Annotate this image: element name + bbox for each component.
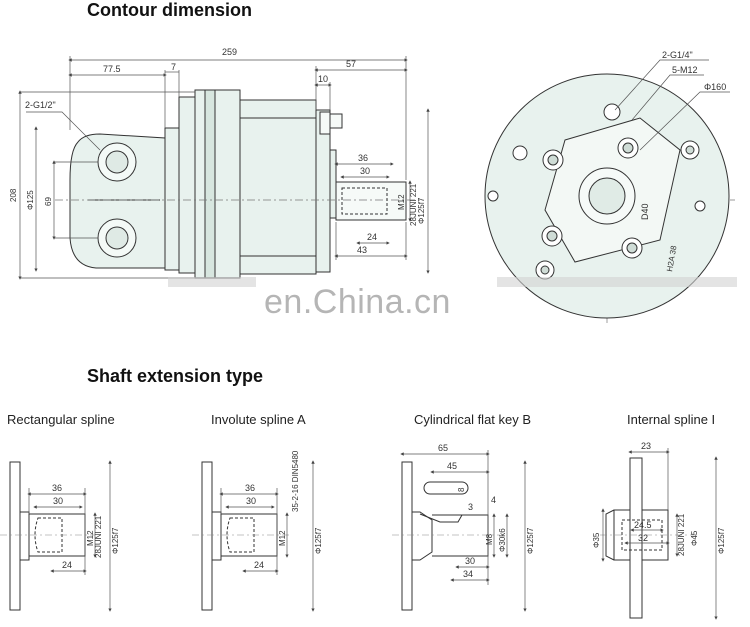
- main-body: [194, 89, 241, 279]
- int-f7: Φ125f7: [717, 527, 726, 554]
- shaft-flat-key: [392, 461, 500, 611]
- key-d34: 34: [463, 569, 473, 579]
- inv-f7: Φ125f7: [314, 527, 323, 554]
- dim-259: 259: [222, 47, 237, 57]
- dim-208: 208: [9, 188, 18, 202]
- main-body-flange: [178, 96, 196, 274]
- pump-end-view: [484, 73, 735, 325]
- int-tol: Φ45: [690, 530, 699, 546]
- dim-phi125f7: Φ125f7: [417, 197, 426, 224]
- shaft-label-rectangular: Rectangular spline: [7, 412, 115, 427]
- dim-43: 43: [357, 245, 367, 255]
- shaft-label-flat-key: Cylindrical flat key B: [414, 412, 532, 427]
- end-label-d160: Φ160: [704, 82, 726, 92]
- top-bolt: [319, 111, 331, 135]
- watermark: en.China.cn: [264, 283, 451, 321]
- key-d45: 45: [447, 461, 457, 471]
- key-f7: Φ125f7: [526, 527, 535, 554]
- shaft-internal: [600, 457, 700, 619]
- pump-side-view: [69, 89, 407, 279]
- inv-m12: M12: [278, 530, 287, 546]
- int-d23: 23: [641, 441, 651, 451]
- shaft-heading: Shaft extension type: [87, 366, 264, 386]
- key-m8: M8: [485, 533, 494, 545]
- inv-d36: 36: [245, 483, 255, 493]
- end-label-m12: 5-M12: [672, 65, 698, 75]
- int-d32: 32: [638, 533, 648, 543]
- dim-phi125: Φ125: [26, 190, 35, 210]
- int-d35: Φ35: [592, 532, 601, 548]
- dim-30: 30: [360, 166, 370, 176]
- key-d65: 65: [438, 443, 448, 453]
- contour-heading: Contour dimension: [87, 0, 252, 20]
- inv-d24: 24: [254, 560, 264, 570]
- rect-d30: 30: [53, 496, 63, 506]
- rect-spline: 28JUNI 221: [94, 515, 103, 558]
- contour-dimensions: [18, 56, 430, 280]
- shaft-label-internal: Internal spline I: [627, 412, 716, 427]
- rect-f7: Φ125f7: [111, 527, 120, 554]
- rect-m12: M12: [86, 530, 95, 546]
- int-d24-5: 24.5: [634, 520, 652, 530]
- end-label-g14: 2-G1/4": [662, 50, 693, 60]
- inv-d30: 30: [246, 496, 256, 506]
- key-k6: Φ30k6: [498, 528, 507, 552]
- dim-spline: 28JUNI 221: [409, 183, 418, 226]
- key-d3: 3: [468, 502, 473, 512]
- dim-10: 10: [318, 74, 328, 84]
- shaft-rectangular: [0, 461, 95, 611]
- dim-69: 69: [44, 197, 53, 206]
- dim-7: 7: [171, 62, 176, 72]
- key-d30: 30: [465, 556, 475, 566]
- inv-spline: 35-2-16 DIN5480: [291, 450, 300, 512]
- port-label: 2-G1/2": [25, 100, 56, 110]
- rect-d36: 36: [52, 483, 62, 493]
- end-label-d40: D40: [640, 203, 650, 220]
- watermark-bar-right: [497, 277, 737, 287]
- rect-d24: 24: [62, 560, 72, 570]
- watermark-bar-left: [168, 277, 256, 287]
- dim-36: 36: [358, 153, 368, 163]
- main-body-cover: [239, 99, 317, 275]
- contour-dim-labels: 259 77.5 7 57 10 36 30 24 43 2-G1/2" 208…: [9, 47, 426, 255]
- dim-24: 24: [367, 232, 377, 242]
- key-d4: 4: [491, 495, 496, 505]
- int-spline: 28JUNI 221: [677, 513, 686, 556]
- shaft-involute: [192, 461, 290, 611]
- dim-57: 57: [346, 59, 356, 69]
- port-housing: [69, 133, 166, 269]
- port-ring: [164, 127, 180, 271]
- end-view-dims: [614, 59, 730, 151]
- key-d8: 8: [457, 487, 466, 492]
- dim-m12: M12: [397, 194, 406, 210]
- shaft-label-involute: Involute spline A: [211, 412, 306, 427]
- dim-77-5: 77.5: [103, 64, 121, 74]
